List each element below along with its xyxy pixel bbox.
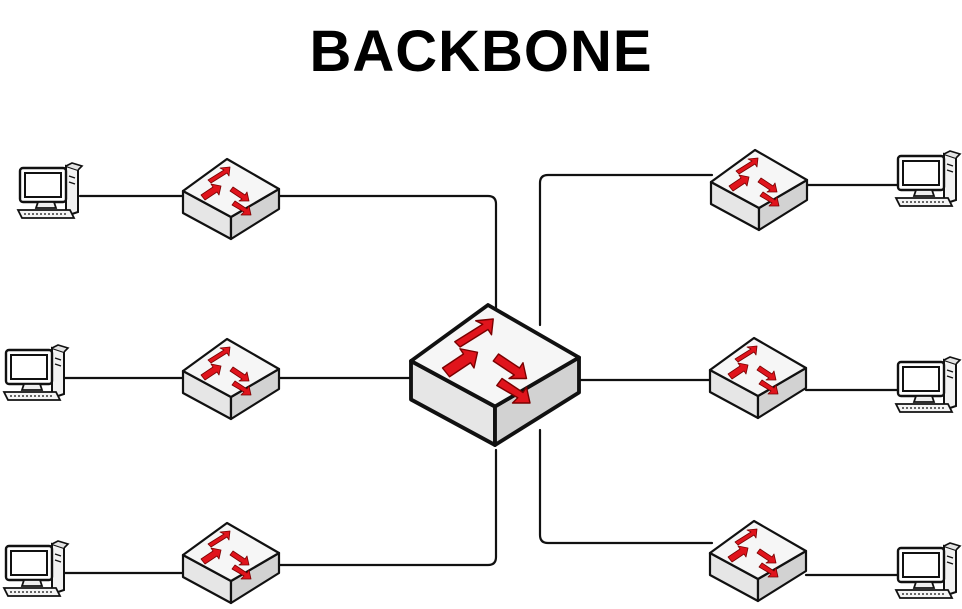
computer-left-1-icon (16, 161, 84, 220)
computer-left-3-icon (2, 539, 70, 598)
core-switch-icon (409, 303, 581, 447)
computer-right-1-icon (894, 149, 962, 208)
link-core-switch-r3 (538, 428, 714, 545)
network-links (60, 173, 902, 577)
access-switch-left-1-icon (181, 157, 281, 241)
computer-left-2-icon (2, 343, 70, 402)
access-switch-left-2-icon (181, 337, 281, 421)
access-switch-right-1-icon (709, 148, 809, 232)
computer-right-3-icon (894, 541, 962, 600)
diagram-title: BACKBONE (309, 19, 653, 84)
link-switch-l1-core (278, 194, 498, 312)
access-switch-right-3-icon (708, 519, 808, 603)
access-switch-right-2-icon (708, 336, 808, 420)
access-switch-left-3-icon (181, 521, 281, 605)
link-core-switch-r1 (538, 173, 714, 327)
computer-right-2-icon (894, 355, 962, 414)
link-switch-l3-core (278, 448, 498, 567)
